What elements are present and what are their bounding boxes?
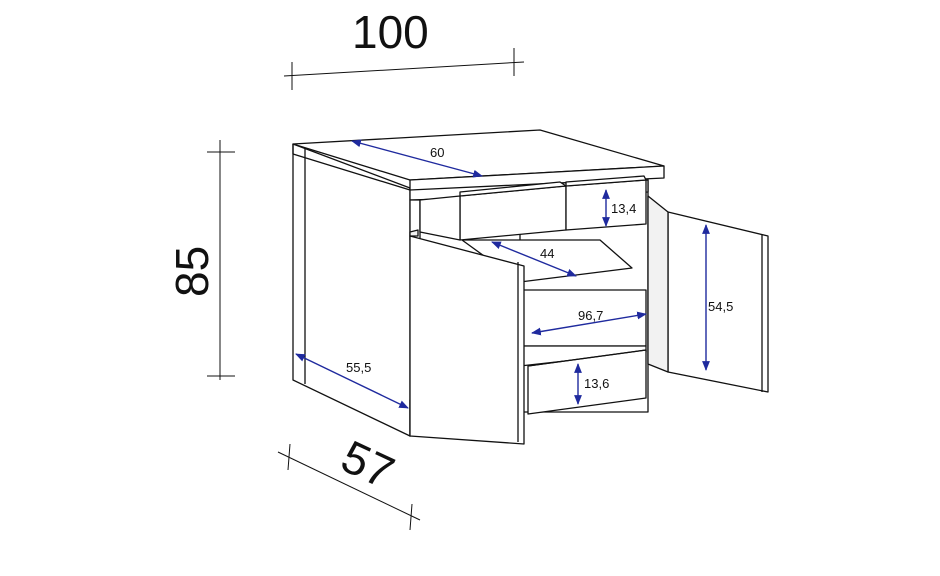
- right-door-edge: [647, 195, 669, 373]
- depth-dimension-line: [277, 443, 421, 531]
- bottom-drawer-height-label: 13,6: [584, 376, 609, 391]
- left-drawer-side: [419, 195, 461, 241]
- worktop-edge: [409, 165, 665, 191]
- left-door-hinge-edge: [409, 229, 419, 237]
- shelf-depth-arrow: [491, 241, 577, 277]
- overall-width-label: 100: [352, 6, 429, 58]
- height-dimension-line: [207, 140, 235, 380]
- overall-height-label: 85: [166, 246, 218, 297]
- top-depth-label: 60: [430, 145, 444, 160]
- left-side-panel: [292, 143, 411, 437]
- left-door: [409, 235, 525, 445]
- overall-depth-label: 57: [334, 430, 402, 499]
- door-height-label: 54,5: [708, 299, 733, 314]
- inner-width-label: 96,7: [578, 308, 603, 323]
- width-dimension-line: [283, 48, 525, 90]
- inner-width-arrow: [531, 311, 647, 336]
- shelf-depth-label: 44: [540, 246, 554, 261]
- top-depth-arrow: [351, 139, 483, 178]
- drawer-height-label: 13,4: [611, 201, 636, 216]
- side-depth-arrow: [295, 353, 409, 409]
- side-depth-label: 55,5: [346, 360, 371, 375]
- right-drawer-top: [565, 175, 647, 187]
